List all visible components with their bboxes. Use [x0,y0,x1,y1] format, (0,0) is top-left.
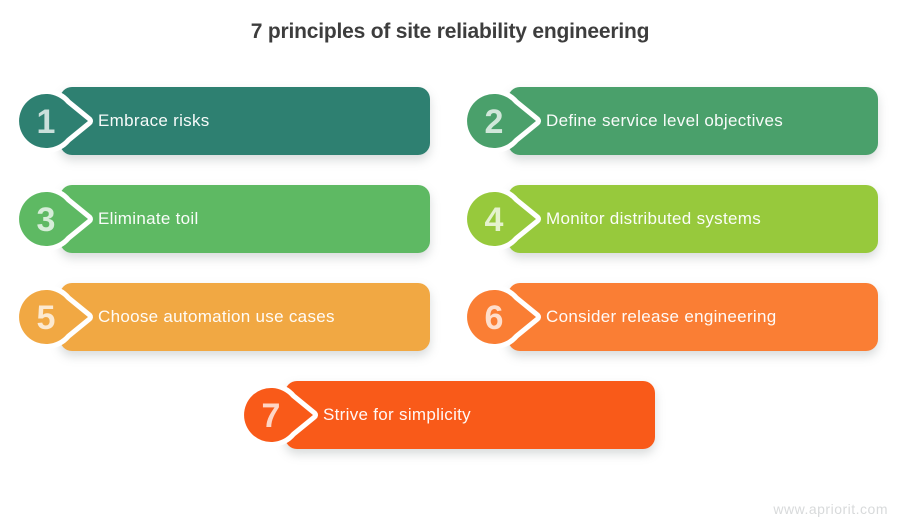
principle-card: Monitor distributed systems [508,185,878,253]
number-badge-pin-icon: 3 [14,187,93,251]
principle-card: Define service level objectives [508,87,878,155]
principle-label: Monitor distributed systems [546,209,762,228]
page-title: 7 principles of site reliability enginee… [250,20,650,43]
pin-shape [14,187,93,251]
principle-number: 5 [37,299,56,337]
principle-label: Strive for simplicity [323,405,471,424]
number-badge-pin-icon: 2 [462,89,541,153]
pin-shape [14,89,93,153]
pin-shape [462,89,541,153]
pin-shape [462,285,541,349]
principle-number: 1 [37,103,56,141]
number-badge-pin-icon: 4 [462,187,541,251]
principle-label: Consider release engineering [546,307,777,326]
watermark: www.apriorit.com [773,501,888,517]
principle-label: Embrace risks [98,111,210,130]
principle-card: Eliminate toil [60,185,430,253]
principle-card: Consider release engineering [508,283,878,351]
pin-shape [462,187,541,251]
principle-label: Define service level objectives [546,111,784,130]
principle-label: Choose automation use cases [98,307,335,326]
principle-number: 2 [485,103,504,141]
pin-shape [239,383,318,447]
principle-label: Eliminate toil [98,209,199,228]
principle-number: 7 [262,397,281,435]
principle-card: Choose automation use cases [60,283,430,351]
principle-number: 4 [485,201,504,239]
principle-number: 3 [37,201,56,239]
number-badge-pin-icon: 6 [462,285,541,349]
number-badge-pin-icon: 7 [239,383,318,447]
pin-shape [14,285,93,349]
principle-card: Embrace risks [60,87,430,155]
number-badge-pin-icon: 5 [14,285,93,349]
principle-number: 6 [485,299,504,337]
principle-card: Strive for simplicity [285,381,655,449]
number-badge-pin-icon: 1 [14,89,93,153]
